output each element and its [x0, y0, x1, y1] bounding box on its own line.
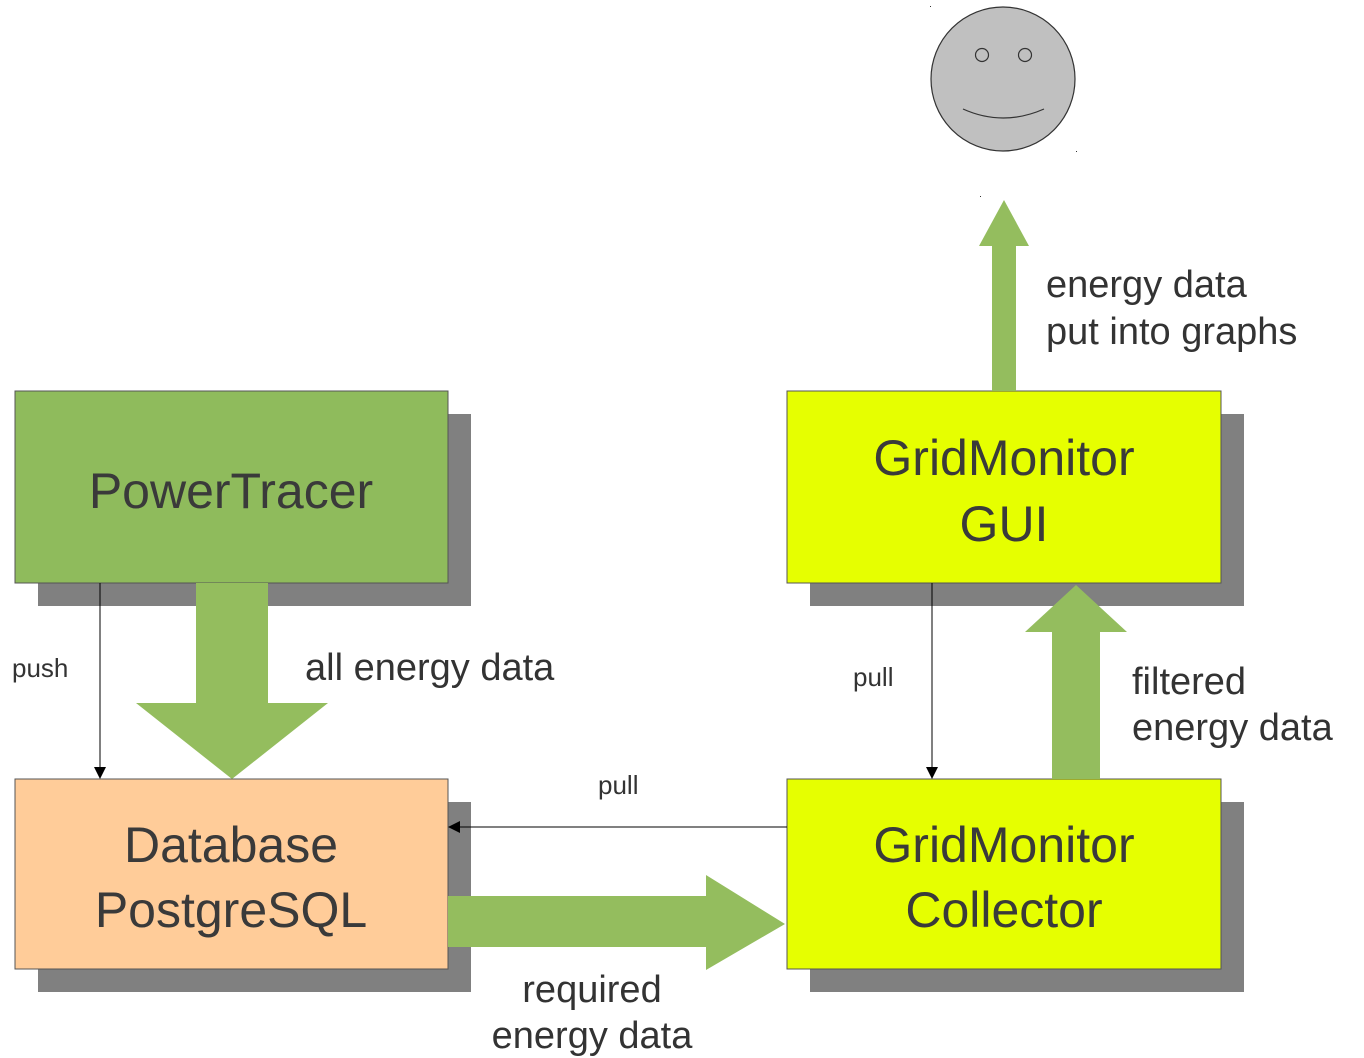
graphs-arrow — [979, 200, 1029, 391]
filtered-label-line1: filtered — [1132, 661, 1246, 703]
powertracer-node[interactable]: PowerTracer — [14, 390, 449, 584]
graphs-label-line2: put into graphs — [1046, 311, 1297, 353]
collector-node[interactable]: GridMonitor Collector — [786, 778, 1222, 970]
database-node[interactable]: Database PostgreSQL — [14, 778, 449, 970]
all-energy-arrow — [136, 583, 328, 779]
collector-label-line2: Collector — [905, 882, 1102, 938]
filtered-energy-arrow — [1025, 585, 1127, 779]
required-label-line2: energy data — [492, 1015, 694, 1057]
collector-label-line1: GridMonitor — [873, 817, 1134, 873]
pull-gui-label: pull — [853, 662, 893, 692]
powertracer-label: PowerTracer — [89, 463, 373, 519]
database-label-line2: PostgreSQL — [95, 882, 367, 938]
gui-label-line1: GridMonitor — [873, 430, 1134, 486]
required-energy-arrow — [448, 875, 785, 970]
database-label-line1: Database — [124, 817, 338, 873]
gui-label-line2: GUI — [960, 496, 1049, 552]
pull-db-label: pull — [598, 770, 638, 800]
push-label: push — [12, 653, 68, 683]
user-smiley-icon — [930, 6, 1077, 197]
all-energy-label: all energy data — [305, 647, 555, 689]
filtered-label-line2: energy data — [1132, 707, 1334, 749]
gui-node[interactable]: GridMonitor GUI — [786, 390, 1222, 584]
required-label-line1: required — [522, 969, 661, 1011]
graphs-label-line1: energy data — [1046, 264, 1248, 306]
